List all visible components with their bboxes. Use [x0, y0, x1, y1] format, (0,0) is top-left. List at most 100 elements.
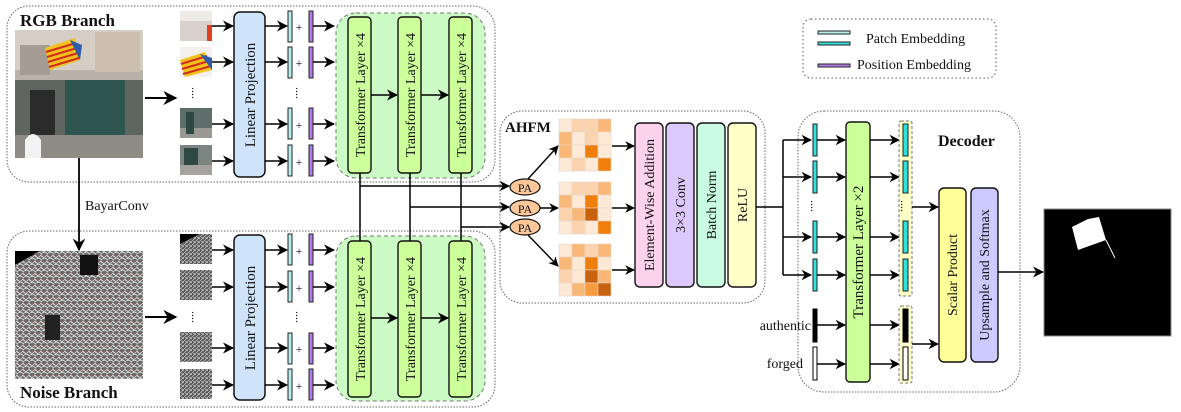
heatmap-cell	[558, 144, 573, 159]
rgb-patches: ....	[180, 11, 212, 175]
decoder-frame	[797, 110, 1021, 393]
position-embedding-swatch	[817, 63, 851, 68]
noise-patch-arrows	[212, 244, 235, 391]
pa-label: PA	[518, 202, 533, 216]
heatmap-2	[558, 181, 612, 235]
patch-embedding-bar	[287, 46, 293, 79]
heatmap-cell	[571, 157, 586, 172]
heatmap-cell	[584, 256, 599, 271]
heatmap-cell	[597, 144, 612, 159]
conv-3x3-block	[665, 122, 695, 288]
rgb-branch-title: RGB Branch	[20, 11, 115, 30]
position-embedding-bar	[308, 368, 314, 401]
embedding-row: +	[265, 332, 336, 365]
heatmap-cell	[584, 220, 599, 235]
patch-embedding-bar	[287, 332, 293, 365]
heatmap-cell	[571, 118, 586, 133]
heatmap-3	[558, 243, 612, 297]
patch-embedding-swatch	[817, 41, 851, 46]
relu-to-decoder-connections	[756, 134, 813, 281]
patch-output-bar	[902, 160, 909, 194]
conv-3x3-label: 3×3 Conv	[674, 177, 689, 233]
heatmap-cell	[571, 181, 586, 196]
patch-embedding-bar	[812, 220, 818, 254]
noise-transformer-layer-1-label: Transformer Layer ×4	[354, 257, 369, 381]
decoder-input-ellipsis: ....	[808, 200, 822, 212]
heatmap-cell	[571, 243, 586, 258]
element-wise-addition-label: Element-Wise Addition	[643, 139, 658, 271]
noise-patches-ellipsis: ....	[189, 311, 203, 323]
embedding-row: +	[265, 107, 336, 140]
noise-embeddings: + + .... + +	[265, 233, 336, 401]
heatmap-cell	[584, 131, 599, 146]
patch-embedding-bar	[287, 144, 293, 177]
rgb-patches-ellipsis: ....	[189, 87, 203, 99]
plus-sign: +	[296, 244, 303, 258]
heatmap-cell	[558, 118, 573, 133]
legend: Patch Embedding Position Embedding	[802, 18, 997, 79]
noise-linear-projection	[233, 234, 266, 401]
pa-node: PA	[509, 178, 541, 196]
rgb-patch-4	[180, 145, 212, 175]
position-embedding-bar	[308, 46, 314, 79]
patch-embedding-bar	[287, 107, 293, 140]
heatmap-cell	[597, 157, 612, 172]
rgb-transformer-layer-2-label: Transformer Layer ×4	[404, 33, 419, 157]
forged-label: forged	[767, 357, 803, 372]
relu-block	[727, 122, 757, 288]
embedding-row: +	[265, 10, 336, 43]
embeddings-ellipsis: ....	[293, 311, 307, 323]
patch-output-bar	[902, 258, 909, 292]
heatmap-cell	[571, 220, 586, 235]
pa-label: PA	[518, 181, 533, 195]
noise-input-image	[15, 251, 143, 379]
noise-branch-title: Noise Branch	[20, 383, 118, 402]
heatmap-cell	[558, 207, 573, 222]
transformer-to-output-arrows	[870, 134, 901, 370]
decoder: Decoder .... authentic forged Transforme…	[760, 110, 1021, 393]
forged-output-token	[902, 346, 909, 381]
heatmap-cell	[584, 157, 599, 172]
heatmap-cell	[558, 157, 573, 172]
upsample-softmax-label: Upsample and Softmax	[978, 209, 993, 340]
heatmap-cell	[571, 131, 586, 146]
rgb-linear-projection-label: Linear Projection	[243, 42, 259, 147]
element-wise-addition-block	[634, 122, 664, 288]
decoder-title: Decoder	[938, 133, 995, 150]
heatmap-cell	[584, 207, 599, 222]
position-embedding-bar	[308, 10, 314, 43]
authentic-label: authentic	[760, 319, 811, 334]
position-embedding-bar	[308, 270, 314, 303]
heatmap-cell	[571, 282, 586, 297]
patch-embedding-bar	[287, 233, 293, 266]
rgb-branch-frame	[6, 5, 496, 183]
heatmap-cell	[597, 243, 612, 258]
branch-fusion-connections	[359, 173, 511, 241]
noise-patch-2	[180, 270, 212, 300]
heatmap-cell	[584, 118, 599, 133]
noise-branch-frame	[6, 230, 496, 408]
rgb-linear-projection	[233, 11, 266, 178]
noise-patches: ....	[180, 234, 212, 399]
embedding-row: +	[265, 46, 336, 79]
noise-transformer-layer-2-label: Transformer Layer ×4	[404, 257, 419, 381]
heatmap-cell	[584, 144, 599, 159]
heatmap-cell	[558, 220, 573, 235]
embedding-row: +	[265, 368, 336, 401]
pa-label: PA	[518, 221, 533, 235]
batch-norm-label: Batch Norm	[705, 170, 720, 239]
heatmap-cell	[558, 282, 573, 297]
rgb-input-image	[15, 30, 143, 158]
heatmap-cell	[558, 256, 573, 271]
heatmap-cell	[597, 256, 612, 271]
patch-embedding-bar	[287, 10, 293, 43]
embedding-row: +	[265, 233, 336, 266]
patch-embedding-bar	[287, 270, 293, 303]
forged-region	[1072, 217, 1106, 250]
heatmap-cell	[597, 220, 612, 235]
pa-node: PA	[509, 218, 541, 236]
rgb-patch-1	[180, 11, 212, 41]
patch-output-ellipsis: ....	[898, 200, 912, 212]
noise-transformer-layer-3-label: Transformer Layer ×4	[455, 257, 470, 381]
